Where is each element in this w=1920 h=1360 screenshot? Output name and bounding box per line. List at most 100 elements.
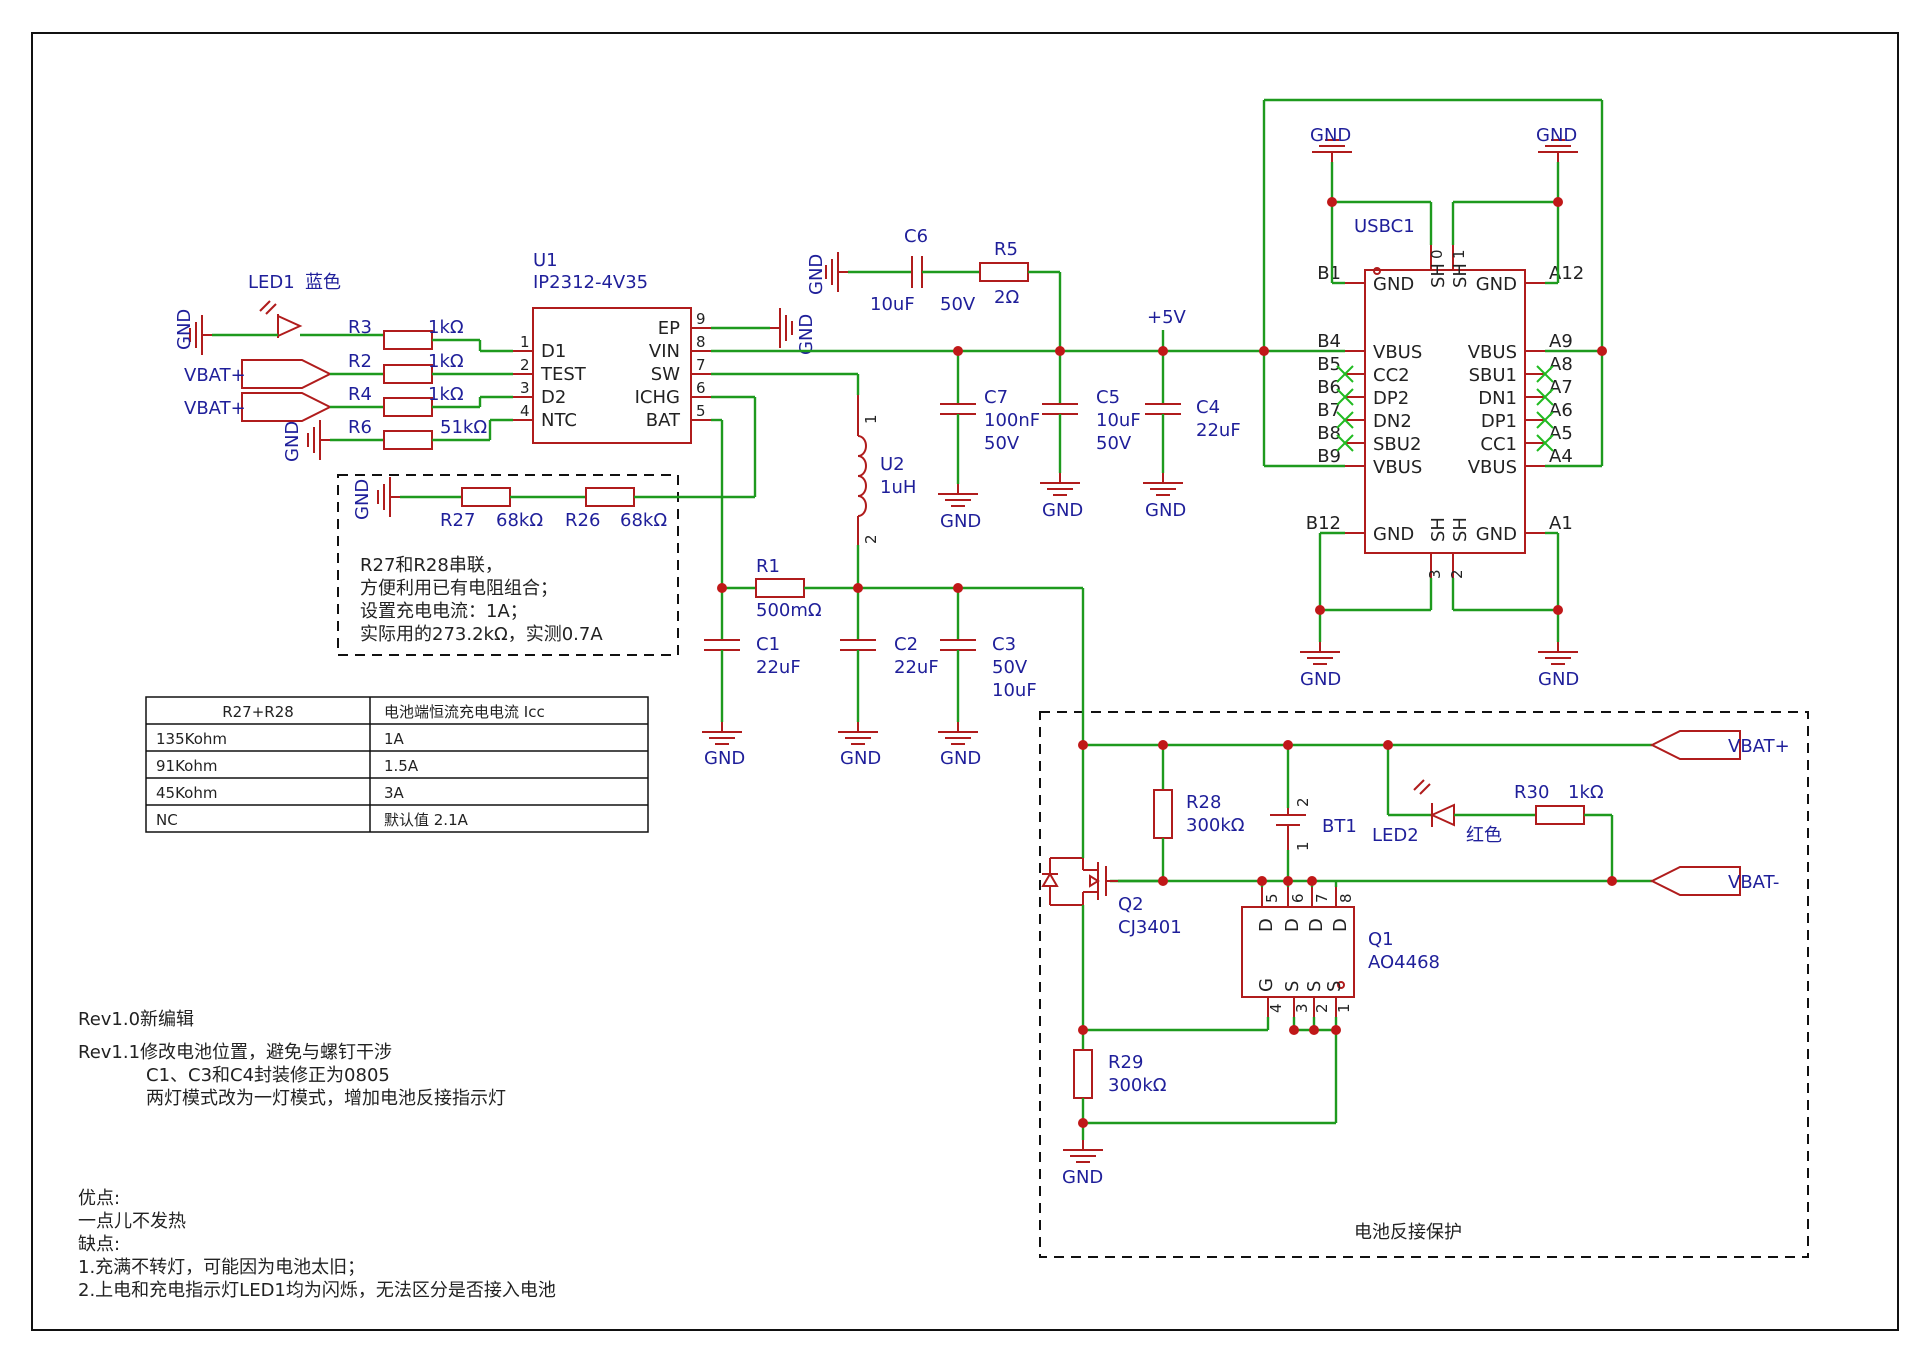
- battery-protect-title: 电池反接保护: [1354, 1222, 1462, 1243]
- gnd-usb-bot-left-symbol: [1299, 641, 1341, 665]
- led2-red[interactable]: [1413, 779, 1455, 827]
- u1-ref: U1: [533, 250, 558, 271]
- usbc1-a1-gnd: GND: [1476, 524, 1517, 545]
- usbc1-connector[interactable]: [1345, 245, 1545, 578]
- r26-ref: R26: [565, 510, 600, 531]
- q1-label-d3: D: [1306, 918, 1327, 932]
- r5-value: 2Ω: [994, 287, 1019, 308]
- r27-value: 68kΩ: [496, 510, 543, 531]
- r5-resistor[interactable]: [979, 262, 1029, 282]
- c7-voltage: 50V: [984, 433, 1020, 454]
- c3-ref: C3: [992, 634, 1016, 655]
- u1-pin-d1: D1: [541, 341, 566, 362]
- usbc1-pin-a8: A8: [1549, 354, 1573, 375]
- u1-pin-ntc: NTC: [541, 410, 577, 431]
- gnd-c2-symbol: [837, 721, 879, 745]
- c2-capacitor[interactable]: [839, 639, 877, 651]
- q1-pin-4: 4: [1267, 1003, 1285, 1013]
- u1-pin-ep: EP: [658, 318, 680, 339]
- u1-value: IP2312-4V35: [533, 272, 648, 293]
- r30-resistor[interactable]: [1535, 805, 1585, 825]
- c2-value: 22uF: [894, 657, 939, 678]
- r1-resistor[interactable]: [755, 578, 805, 598]
- r28-resistor[interactable]: [1153, 789, 1173, 839]
- r4-ref: R4: [348, 384, 372, 405]
- u1-charger-ic[interactable]: U1 IP2312-4V35 1 2 3 4 D1 TEST D2 NTC 9 …: [513, 250, 711, 444]
- u2-inductor[interactable]: [857, 395, 867, 545]
- c5-value: 10uF: [1096, 410, 1141, 431]
- gnd-c1-symbol: [701, 721, 743, 745]
- q1-value: AO4468: [1368, 952, 1440, 973]
- gnd-c5-symbol: [1039, 472, 1081, 496]
- r26-value: 68kΩ: [620, 510, 667, 531]
- u1-pin-9: 9: [696, 310, 706, 328]
- c6-voltage: 50V: [940, 294, 976, 315]
- r3-resistor[interactable]: [383, 330, 433, 350]
- q1-ref: Q1: [1368, 929, 1394, 950]
- gnd-c4-label: GND: [1145, 500, 1186, 521]
- r27-ref: R27: [440, 510, 475, 531]
- c6-capacitor[interactable]: [911, 255, 923, 289]
- r27-note-line-1: R27和R28串联，: [360, 555, 503, 576]
- revision-1: Rev1.0新编辑: [78, 1009, 194, 1030]
- usbc1-cc1: CC1: [1480, 434, 1517, 455]
- u1-pin-test: TEST: [540, 364, 587, 385]
- usbc1-sh-label-bot-2: SH: [1450, 517, 1471, 542]
- cons-line-2: 2.上电和充电指示灯LED1均为闪烁，无法区分是否接入电池: [78, 1280, 556, 1301]
- q1-pin-7: 7: [1313, 893, 1331, 903]
- u1-pin-bat: BAT: [646, 410, 681, 431]
- usbc1-dn2: DN2: [1373, 411, 1412, 432]
- q1-label-d2: D: [1282, 918, 1303, 932]
- usbc1-dp2: DP2: [1373, 388, 1409, 409]
- u2-pin-1: 1: [862, 414, 880, 424]
- usbc1-b4-vbus: VBUS: [1373, 342, 1422, 363]
- usbc1-pin-a5: A5: [1549, 423, 1573, 444]
- usbc1-sbu1: SBU1: [1469, 365, 1517, 386]
- vbat-plus-label-1: VBAT+: [184, 365, 246, 386]
- sheet-frame: [31, 32, 1899, 1331]
- r2-resistor[interactable]: [383, 364, 433, 384]
- r3-value: 1kΩ: [428, 317, 464, 338]
- gnd-r29-symbol: [1062, 1139, 1104, 1163]
- vbat-plus-label-3: VBAT+: [1728, 736, 1790, 757]
- c5-capacitor[interactable]: [1041, 403, 1079, 415]
- r27-note-line-3: 设置充电电流：1A；: [360, 601, 528, 622]
- gnd-r27-symbol: [377, 476, 401, 518]
- c6-ref: C6: [904, 226, 928, 247]
- q1-label-s3: S: [1324, 981, 1345, 992]
- usbc1-pin-a7: A7: [1549, 377, 1573, 398]
- r27-resistor[interactable]: [461, 487, 511, 507]
- u2-value: 1uH: [880, 477, 916, 498]
- q1-nmos[interactable]: [1241, 887, 1355, 1017]
- c1-capacitor[interactable]: [703, 639, 741, 651]
- table-header-1: R27+R28: [222, 703, 294, 721]
- r6-resistor[interactable]: [383, 430, 433, 450]
- gnd-c2-label: GND: [840, 748, 881, 769]
- led1-blue[interactable]: LED1 蓝色: [248, 272, 341, 338]
- r1-value: 500mΩ: [756, 600, 822, 621]
- gnd-led1-label: GND: [174, 309, 195, 350]
- c1-ref: C1: [756, 634, 780, 655]
- usbc1-sh-top-0: 0: [1428, 249, 1446, 259]
- c7-ref: C7: [984, 387, 1008, 408]
- gnd-c6-symbol: [825, 251, 849, 293]
- gnd-c4-symbol: [1142, 472, 1184, 496]
- c4-ref: C4: [1196, 397, 1220, 418]
- u1-pin-d2: D2: [541, 387, 566, 408]
- gnd-usb-bot-right-symbol: [1537, 641, 1579, 665]
- c3-capacitor[interactable]: [939, 639, 977, 651]
- c4-capacitor[interactable]: [1144, 403, 1182, 415]
- r4-resistor[interactable]: [383, 397, 433, 417]
- r27-note-line-4: 实际用的273.2kΩ，实测0.7A: [360, 624, 603, 645]
- q2-pmos[interactable]: [1041, 857, 1118, 906]
- c7-capacitor[interactable]: [939, 403, 977, 415]
- q1-label-d1: D: [1256, 918, 1277, 932]
- r26-resistor[interactable]: [585, 487, 635, 507]
- gnd-ep-symbol: [769, 307, 793, 349]
- cons-heading: 缺点:: [78, 1234, 120, 1255]
- bt1-ref: BT1: [1322, 816, 1357, 837]
- usbc1-pin-a12: A12: [1549, 263, 1584, 284]
- bt1-battery[interactable]: [1270, 808, 1306, 850]
- u1-pin-sw: SW: [651, 364, 680, 385]
- r29-resistor[interactable]: [1073, 1049, 1093, 1099]
